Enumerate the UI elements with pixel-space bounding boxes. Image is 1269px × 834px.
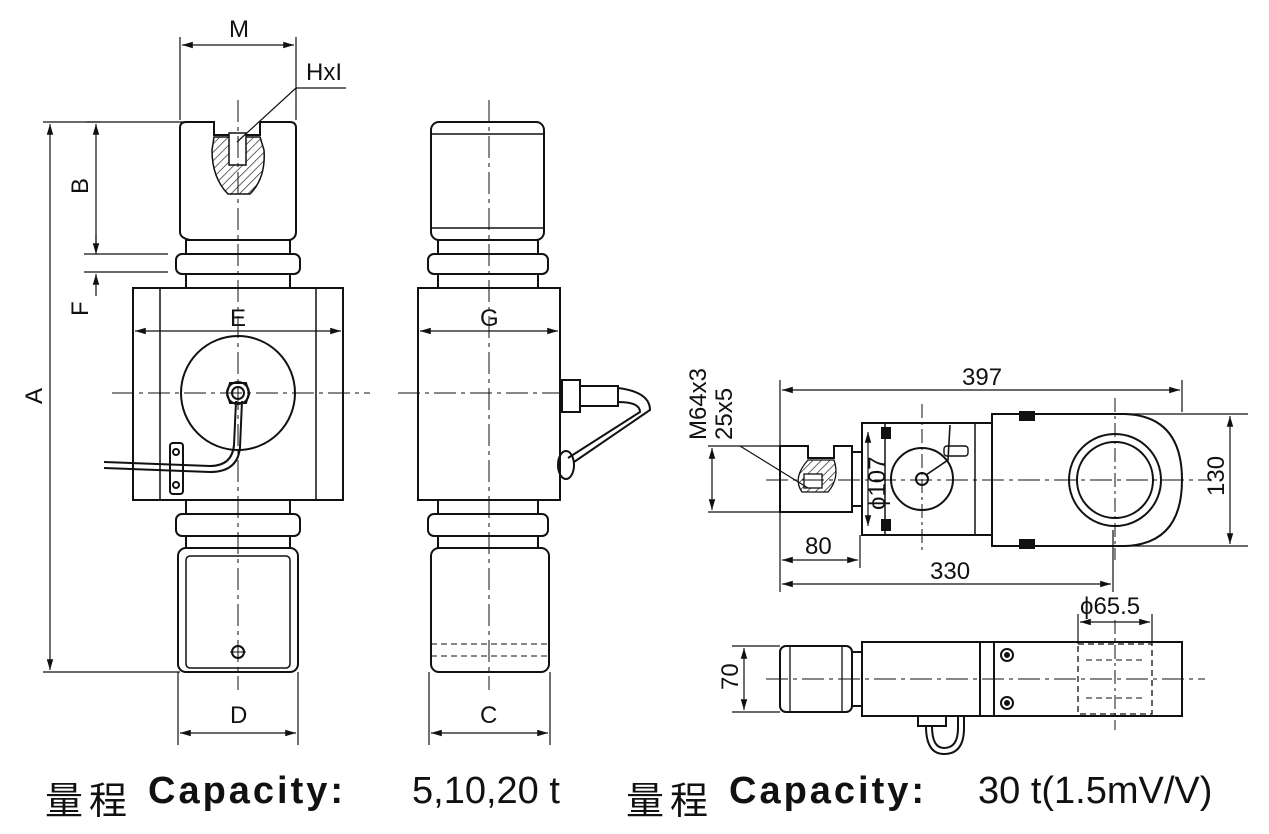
bottom-view <box>766 620 1205 756</box>
dim-F-label: F <box>67 301 94 316</box>
capacity-cn-left: 量程 <box>45 779 134 823</box>
side-dimensions <box>420 327 558 745</box>
side-view <box>398 100 652 690</box>
dim-phi107-label: ϕ107 <box>864 457 891 510</box>
top-view <box>766 398 1210 560</box>
top-dimensions <box>708 380 1248 592</box>
capacity-value-left: 5,10,20 t <box>412 770 560 812</box>
capacity-value-right: 30 t(1.5mV/V) <box>978 770 1213 812</box>
dim-D-label: D <box>230 702 247 729</box>
front-dimensions <box>43 37 346 745</box>
dim-330-label: 330 <box>930 558 970 585</box>
dim-G-label: G <box>480 305 499 332</box>
dim-70-label: 70 <box>717 663 744 690</box>
bottom-dimensions <box>732 614 1153 713</box>
dim-C-label: C <box>480 702 497 729</box>
capacity-label-right: Capacity: <box>729 770 928 812</box>
dim-M64x3-label: M64x3 <box>685 368 712 440</box>
dim-A-label: A <box>21 388 48 404</box>
dim-397-label: 397 <box>962 364 1002 391</box>
dim-B-label: B <box>67 178 94 194</box>
capacity-label-left: Capacity: <box>148 770 347 812</box>
dim-25x5-label: 25x5 <box>711 388 738 440</box>
front-view <box>103 100 370 690</box>
dim-phi65-label: ϕ65.5 <box>1080 593 1140 620</box>
capacity-cn-right: 量程 <box>626 779 715 823</box>
dim-130-label: 130 <box>1203 456 1230 496</box>
dim-M-label: M <box>229 16 249 43</box>
dim-E-label: E <box>230 305 246 332</box>
dim-HxI-label: HxI <box>306 59 342 86</box>
dim-80-label: 80 <box>805 533 832 560</box>
capacity-caption: 量程 Capacity: 5,10,20 t 量程 Capacity: 30 t… <box>0 770 1269 830</box>
